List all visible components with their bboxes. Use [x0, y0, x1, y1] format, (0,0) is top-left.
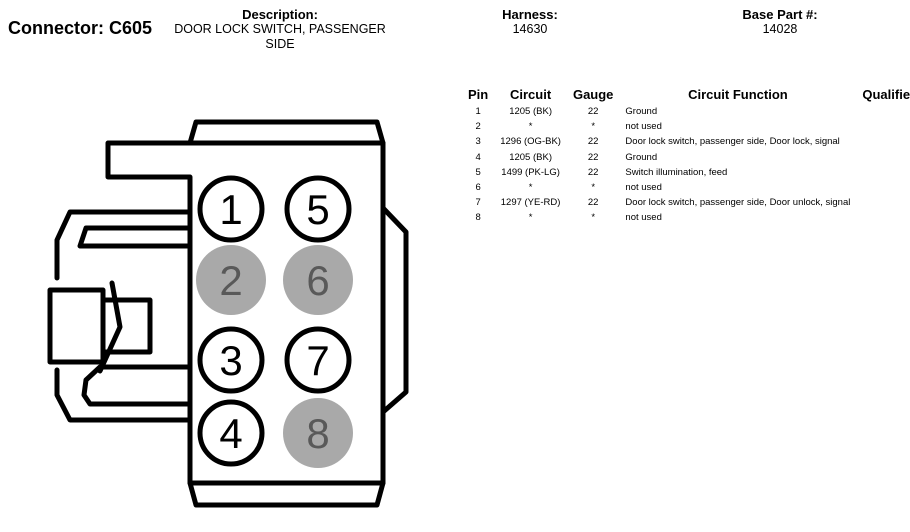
cavity-circle — [197, 326, 265, 394]
cavity-circle — [196, 245, 266, 315]
cavity-4: 4 — [197, 399, 265, 467]
cavity-circle — [197, 399, 265, 467]
cavity-7: 7 — [284, 326, 352, 394]
harness-block: Harness: 14630 — [470, 7, 590, 37]
table-row: 2 * * not used — [462, 119, 910, 134]
cavity-label: 5 — [306, 186, 329, 233]
pin-cell: 2 — [475, 121, 481, 133]
base-part-value: 14028 — [762, 22, 798, 36]
gauge-cell: 22 — [587, 151, 599, 163]
col-gauge: Gauge — [572, 86, 614, 102]
circuit-cell: 1296 (OG-BK) — [500, 136, 561, 148]
cavity-label: 4 — [219, 410, 242, 457]
cavity-6: 6 — [283, 245, 353, 315]
cavity-circle — [283, 398, 353, 468]
circuit-cell: 1499 (PK-LG) — [501, 166, 560, 178]
circuit-cell: * — [528, 121, 533, 133]
gauge-cell: 22 — [587, 197, 599, 209]
table-row: 5 1499 (PK-LG) 22 Switch illumination, feed — [462, 165, 910, 180]
pin-cell: 5 — [475, 166, 481, 178]
table-row: 3 1296 (OG-BK) 22 Door lock switch, passeng… — [462, 134, 910, 149]
cavity-2: 2 — [196, 245, 266, 315]
table-row: 1 1205 (BK) 22 Ground — [462, 104, 910, 119]
cavity-label: 2 — [219, 257, 242, 304]
pin-cell: 6 — [475, 182, 481, 194]
function-cell: not used — [625, 212, 662, 224]
circuit-cell: 1205 (BK) — [509, 151, 552, 163]
gauge-cell: 22 — [587, 136, 599, 148]
table-row: 8 * * not used — [462, 210, 910, 225]
circuit-cell: 1205 (BK) — [509, 106, 552, 118]
base-part-block: Base Part #: 14028 — [720, 7, 840, 37]
pin-cell: 8 — [475, 212, 481, 224]
latch-center-bar — [100, 297, 153, 355]
base-part-label: Base Part #: — [742, 7, 818, 22]
description-line-1: DOOR LOCK SWITCH, PASSENGER — [174, 22, 386, 36]
pin-table: Pin Circuit Gauge Circuit Function Quali… — [462, 86, 910, 226]
function-cell: Ground — [625, 151, 658, 163]
gauge-cell: 22 — [587, 166, 599, 178]
connector-bottom-tab — [187, 480, 386, 508]
cavity-circle — [283, 245, 353, 315]
cavity-3: 3 — [197, 326, 265, 394]
cavity-label: 3 — [219, 337, 242, 384]
gauge-cell: 22 — [587, 106, 599, 118]
latch-center-arm — [97, 280, 123, 374]
function-cell: not used — [625, 121, 662, 133]
harness-value: 14630 — [512, 22, 548, 36]
function-cell: Door lock switch, passenger side, Door u… — [625, 197, 851, 209]
cavity-label: 6 — [306, 257, 329, 304]
gauge-cell: * — [591, 182, 596, 194]
table-row: 6 * * not used — [462, 180, 910, 195]
table-row: 4 1205 (BK) 22 Ground — [462, 150, 910, 165]
pin-cell: 3 — [475, 136, 481, 148]
cavity-1: 1 — [197, 175, 265, 243]
col-circuit-function: Circuit Function — [688, 86, 788, 102]
circuit-cell: 1297 (YE-RD) — [500, 197, 561, 209]
harness-label: Harness: — [502, 7, 558, 22]
latch-center-block — [47, 287, 106, 365]
gauge-cell: * — [591, 212, 596, 224]
description-block: Description: DOOR LOCK SWITCH, PASSENGER… — [160, 7, 400, 52]
connector-top-tab — [187, 119, 386, 146]
circuit-cell: * — [528, 182, 533, 194]
pin-cell: 7 — [475, 197, 481, 209]
cavity-label: 1 — [219, 186, 242, 233]
cavity-circle — [197, 175, 265, 243]
col-circuit: Circuit — [510, 86, 552, 102]
pin-table-header: Pin Circuit Gauge Circuit Function Quali… — [462, 86, 910, 104]
circuit-cell: * — [528, 212, 533, 224]
col-pin: Pin — [468, 86, 489, 102]
col-qualifier: Qualifier — [862, 86, 910, 102]
connector-right-rail — [380, 205, 409, 415]
cavity-circle — [284, 326, 352, 394]
cavity-label: 8 — [306, 410, 329, 457]
cavity-8: 8 — [283, 398, 353, 468]
description-label: Description: — [242, 7, 318, 22]
function-cell: Ground — [625, 106, 658, 118]
pin-cell: 4 — [475, 151, 481, 163]
pin-cell: 1 — [475, 106, 481, 118]
latch-upper-inner — [77, 225, 193, 249]
latch-upper-arm — [54, 209, 193, 281]
cavity-5: 5 — [284, 175, 352, 243]
cavity-label: 7 — [306, 337, 329, 384]
cavity-group: 1 2 3 4 5 6 7 8 — [196, 175, 353, 468]
cavity-circle — [284, 175, 352, 243]
function-cell: not used — [625, 182, 662, 194]
gauge-cell: * — [591, 121, 596, 133]
function-cell: Door lock switch, passenger side, Door l… — [625, 136, 840, 148]
connector-title: Connector: C605 — [8, 18, 153, 38]
function-cell: Switch illumination, feed — [625, 166, 728, 178]
table-row: 7 1297 (YE-RD) 22 Door lock switch, passeng… — [462, 195, 910, 210]
latch-lower-inner — [81, 364, 193, 407]
latch-lower-arm — [54, 367, 193, 423]
description-line-2: SIDE — [265, 37, 295, 51]
